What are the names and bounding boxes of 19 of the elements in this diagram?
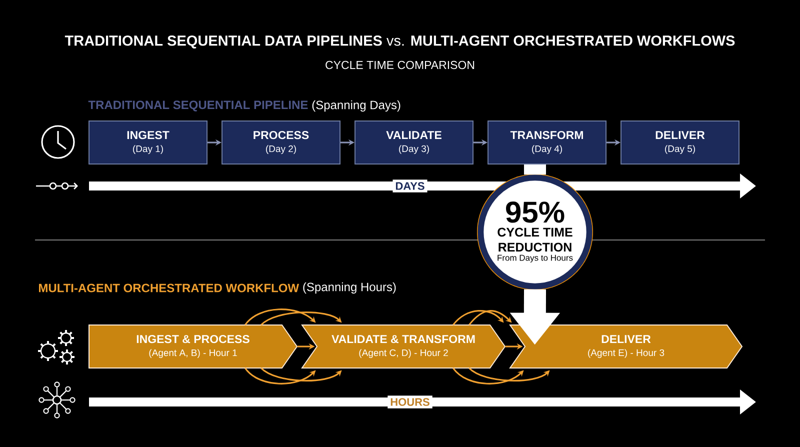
timeline-label: DAYS [392, 180, 428, 192]
section-subheading: (Spanning Hours) [303, 282, 396, 294]
process-box: DELIVER (Day 5) [620, 120, 740, 164]
connector-band [524, 164, 546, 175]
process-box: VALIDATE (Day 3) [354, 120, 474, 164]
chevron-step: INGEST & PROCESS (Agent A, B) - Hour 1 [88, 324, 298, 368]
timeline-label: HOURS [388, 396, 432, 408]
chevron-step: VALIDATE & TRANSFORM (Agent C, D) - Hour 2 [301, 324, 506, 368]
process-box: INGEST (Day 1) [88, 120, 208, 164]
section-subheading: (Spanning Days) [312, 100, 400, 112]
title: TRADITIONAL SEQUENTIAL DATA PIPELINES vs. MULTI-AGENT ORCHESTRATED WORKFLOWS [64, 36, 735, 48]
subtitle: CYCLE TIME COMPARISON [326, 60, 474, 70]
process-box: PROCESS (Day 2) [222, 120, 340, 164]
chevron-step: DELIVER (Agent E) - Hour 3 [509, 324, 743, 368]
process-box: TRANSFORM (Day 4) [488, 120, 606, 164]
section-heading: TRADITIONAL SEQUENTIAL PIPELINE [88, 100, 308, 112]
flow-arrow [468, 368, 550, 382]
section-heading: MULTI-AGENT ORCHESTRATED WORKFLOW [39, 284, 300, 292]
flow-arrow [452, 310, 504, 326]
